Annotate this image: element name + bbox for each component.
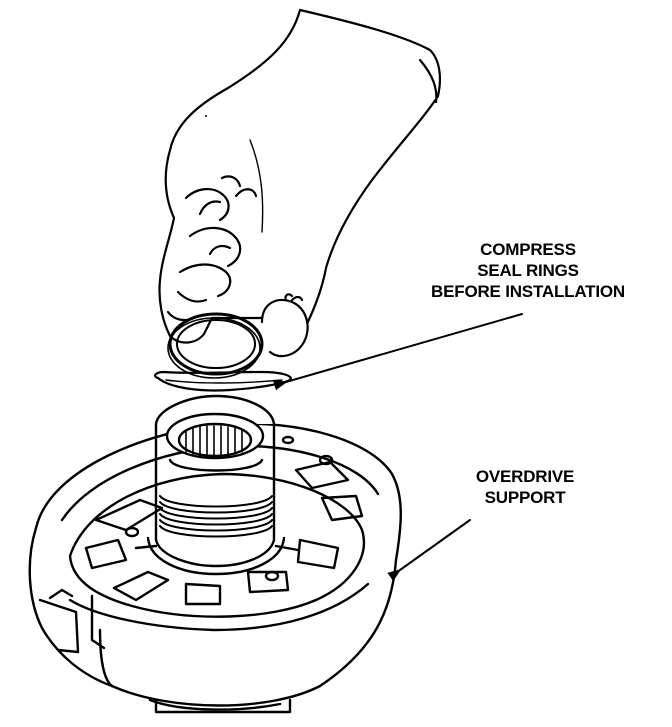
overdrive-support-leader — [387, 519, 471, 582]
overdrive-support-drawing — [28, 394, 402, 714]
leader-arrows — [273, 313, 523, 582]
callout-line: BEFORE INSTALLATION — [431, 282, 625, 301]
overdrive-support-callout: OVERDRIVE SUPPORT — [455, 466, 595, 508]
compress-seal-rings-leader — [273, 313, 523, 391]
callout-line: COMPRESS — [480, 240, 576, 259]
callout-line: SUPPORT — [484, 488, 566, 507]
compress-seal-rings-callout: COMPRESS SEAL RINGS BEFORE INSTALLATION — [388, 239, 668, 302]
callout-line: SEAL RINGS — [477, 261, 579, 280]
seal-rings-drawing — [154, 312, 292, 392]
hand-drawing — [158, 8, 441, 358]
callout-line: OVERDRIVE — [475, 467, 575, 486]
